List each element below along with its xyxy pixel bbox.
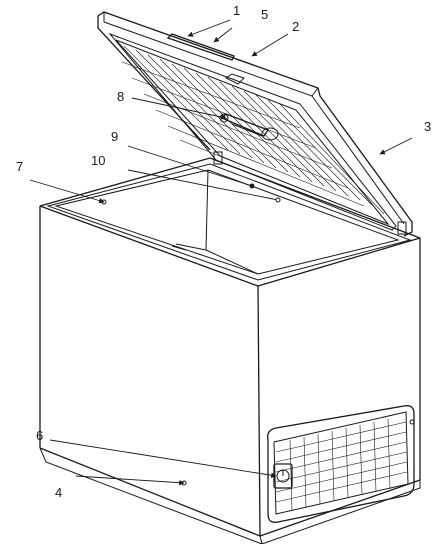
callout-1: 1 bbox=[233, 3, 240, 18]
callout-8: 8 bbox=[117, 89, 124, 104]
leader-lines bbox=[29, 19, 413, 486]
callout-4: 4 bbox=[55, 485, 62, 500]
lid-inner-grid bbox=[121, 45, 385, 221]
callout-2: 2 bbox=[292, 19, 299, 34]
callout-6: 6 bbox=[36, 428, 43, 443]
compressor-grille bbox=[267, 405, 415, 523]
callout-10: 10 bbox=[91, 153, 105, 168]
callout-5: 5 bbox=[261, 7, 268, 22]
interior-light bbox=[219, 113, 279, 141]
callout-7: 7 bbox=[16, 159, 23, 174]
freezer-lid bbox=[97, 11, 413, 237]
callout-labels: 1 5 2 3 8 9 10 7 6 4 bbox=[16, 3, 431, 500]
freezer-cabinet bbox=[39, 157, 421, 544]
callout-3: 3 bbox=[424, 119, 431, 134]
callout-9: 9 bbox=[111, 129, 118, 144]
